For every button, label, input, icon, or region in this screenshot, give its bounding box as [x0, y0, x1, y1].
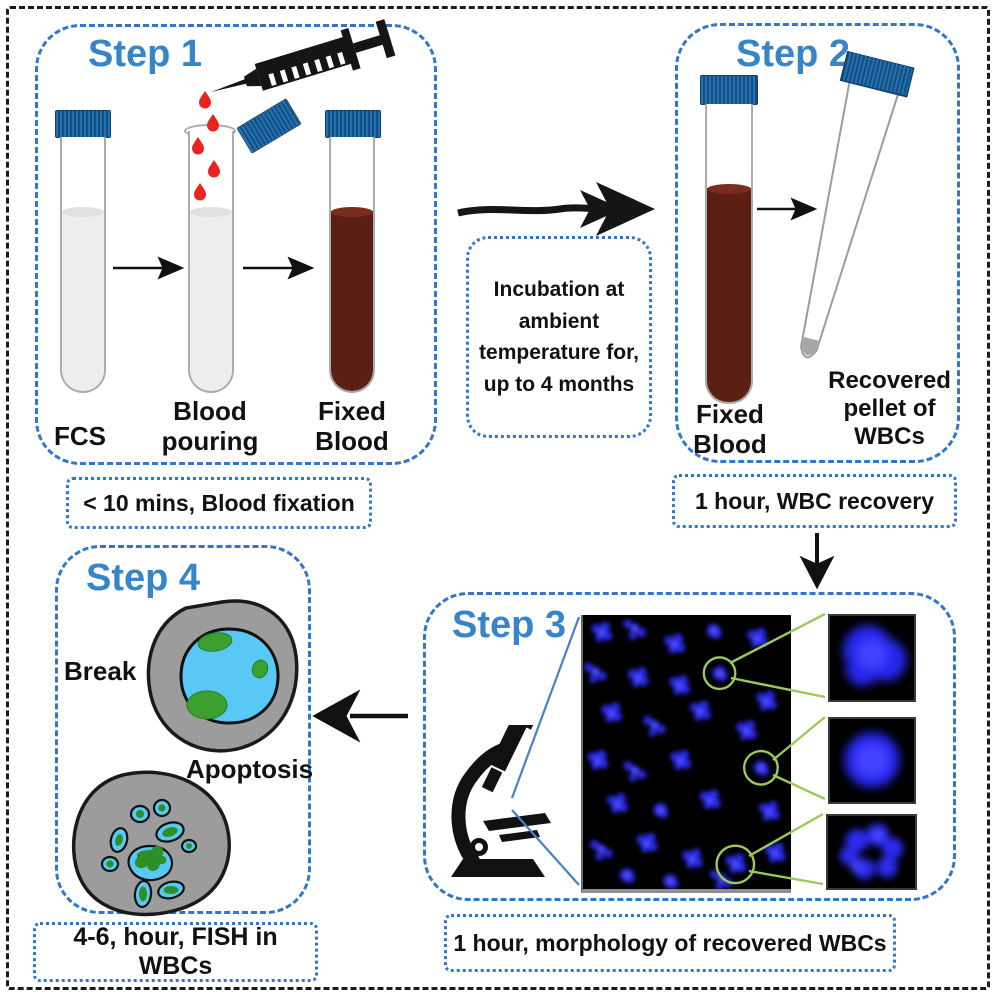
fragment-signals — [106, 804, 192, 902]
liquid-surface — [190, 207, 232, 217]
liquid-surface — [331, 207, 373, 217]
apoptotic-cell — [71, 770, 231, 917]
test-tube-icon — [188, 131, 234, 393]
test-tube-icon — [60, 137, 106, 393]
blood-liquid — [707, 184, 751, 402]
test-tube-icon — [705, 104, 753, 404]
microscope-icon — [451, 725, 551, 877]
step2-title: Step 2 — [736, 33, 851, 75]
incubation-note: Incubation at ambient temperature for, u… — [466, 236, 652, 438]
label-apoptosis: Apoptosis — [186, 754, 314, 784]
caption-step1: < 10 mins, Blood fixation — [66, 477, 372, 529]
tube-cap-icon — [700, 75, 758, 105]
label-fcs: FCS — [54, 421, 106, 451]
blood-liquid — [331, 207, 373, 391]
tube-cap-icon — [325, 110, 381, 138]
cell-cytoplasm — [71, 770, 231, 917]
fluorescence-micrograph — [581, 615, 791, 893]
caption-step3: 1 hour, morphology of recovered WBCs — [444, 914, 896, 972]
inset-wbc-1 — [828, 614, 916, 702]
tube-cap-icon — [55, 110, 111, 138]
fish-signals — [186, 632, 269, 720]
caption-step4: 4-6, hour, FISH in WBCs — [33, 922, 318, 982]
inset-wbc-3 — [826, 814, 917, 890]
liquid-surface — [707, 184, 751, 194]
highlight-circles — [702, 656, 779, 885]
caption-step2: 1 hour, WBC recovery — [672, 474, 957, 528]
label-break: Break — [64, 656, 137, 686]
liquid-surface — [62, 207, 104, 217]
step1-title: Step 1 — [88, 33, 203, 75]
wbc-fish-cell — [146, 599, 299, 753]
removed-tube-cap-icon — [236, 98, 302, 154]
test-tube-icon — [329, 137, 375, 393]
label-fixed-blood: Fixed Blood — [315, 396, 389, 457]
figure-outer-border — [6, 6, 990, 990]
panel-step-4: Step 4 Break Apoptosis — [55, 545, 314, 917]
panel-step-2: Step 2 Fixed Blood Recovered pellet of W… — [675, 23, 960, 463]
wbc-pellet — [802, 337, 819, 356]
tube-cap-icon — [839, 50, 915, 98]
serum-liquid — [190, 207, 232, 391]
label-fixed-blood: Fixed Blood — [693, 399, 767, 460]
label-recovered-pellet: Recovered pellet of WBCs — [828, 367, 951, 451]
serum-liquid — [62, 207, 104, 391]
tilted-tube-icon — [800, 50, 915, 359]
step4-title: Step 4 — [86, 557, 201, 599]
label-blood-pouring: Blood pouring — [161, 396, 259, 457]
step3-title: Step 3 — [452, 604, 567, 646]
tube-glass — [800, 82, 899, 359]
panel-step-3: Step 3 — [423, 592, 956, 901]
inset-wbc-2 — [828, 717, 916, 804]
panel-step-1: Step 1 FCS Blood pouring Fixed Blood — [35, 24, 437, 465]
